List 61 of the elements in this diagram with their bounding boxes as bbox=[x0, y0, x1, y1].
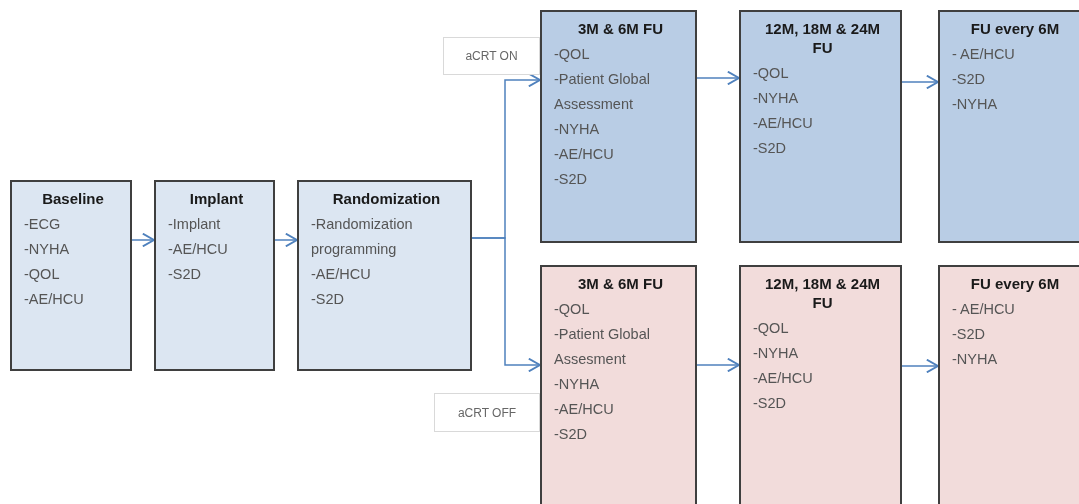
list-item: -S2D bbox=[554, 169, 589, 189]
box-heading: Randomization bbox=[331, 190, 442, 209]
list-item: -QOL bbox=[753, 63, 790, 83]
list-item: -Randomization programming bbox=[311, 214, 414, 259]
list-item: -ECG bbox=[24, 214, 62, 234]
box-heading: Implant bbox=[188, 190, 245, 209]
list-item: -NYHA bbox=[24, 239, 71, 259]
box-heading: 12M, 18M & 24M FU bbox=[763, 275, 881, 313]
list-item: -Patient Global Assessment bbox=[554, 69, 651, 114]
process-box bbox=[739, 265, 902, 504]
list-item: -NYHA bbox=[554, 374, 601, 394]
list-item: -QOL bbox=[554, 299, 591, 319]
list-item: -S2D bbox=[952, 324, 987, 344]
list-item: -NYHA bbox=[554, 119, 601, 139]
process-box bbox=[297, 180, 472, 371]
process-box bbox=[938, 10, 1079, 243]
process-box bbox=[540, 265, 697, 504]
process-box bbox=[154, 180, 275, 371]
arrow bbox=[274, 232, 298, 248]
list-item: -AE/HCU bbox=[24, 289, 85, 309]
list-item: -NYHA bbox=[952, 349, 999, 369]
process-box bbox=[10, 180, 132, 371]
list-item: -AE/HCU bbox=[753, 368, 814, 388]
box-heading: 12M, 18M & 24M FU bbox=[763, 20, 881, 58]
edge-label: aCRT ON bbox=[443, 37, 540, 75]
list-item: -S2D bbox=[753, 138, 788, 158]
box-heading: FU every 6M bbox=[969, 20, 1061, 39]
box-heading: Baseline bbox=[41, 190, 105, 209]
process-box bbox=[938, 265, 1079, 504]
arrow bbox=[471, 237, 541, 373]
box-heading: FU every 6M bbox=[969, 275, 1061, 294]
list-item: -QOL bbox=[554, 44, 591, 64]
list-item: -QOL bbox=[753, 318, 790, 338]
box-heading: 3M & 6M FU bbox=[577, 20, 664, 39]
process-box bbox=[540, 10, 697, 243]
box-heading: 3M & 6M FU bbox=[577, 275, 664, 294]
list-item: -S2D bbox=[952, 69, 987, 89]
list-item: -S2D bbox=[753, 393, 788, 413]
list-item: -AE/HCU bbox=[554, 144, 615, 164]
list-item: -Implant bbox=[168, 214, 222, 234]
list-item: -AE/HCU bbox=[554, 399, 615, 419]
list-item: -S2D bbox=[168, 264, 203, 284]
process-box bbox=[739, 10, 902, 243]
edge-label: aCRT OFF bbox=[434, 393, 540, 432]
list-item: -NYHA bbox=[753, 343, 800, 363]
list-item: -AE/HCU bbox=[168, 239, 229, 259]
arrow bbox=[696, 70, 740, 86]
list-item: - AE/HCU bbox=[952, 44, 1016, 64]
arrow bbox=[901, 74, 939, 90]
list-item: -S2D bbox=[311, 289, 346, 309]
list-item: -S2D bbox=[554, 424, 589, 444]
list-item: -AE/HCU bbox=[311, 264, 372, 284]
list-item: -Patient Global Assesment bbox=[554, 324, 651, 369]
arrow bbox=[131, 232, 155, 248]
list-item: -NYHA bbox=[753, 88, 800, 108]
arrow bbox=[901, 358, 939, 374]
list-item: - AE/HCU bbox=[952, 299, 1016, 319]
arrow bbox=[696, 357, 740, 373]
list-item: -AE/HCU bbox=[753, 113, 814, 133]
list-item: -NYHA bbox=[952, 94, 999, 114]
list-item: -QOL bbox=[24, 264, 61, 284]
